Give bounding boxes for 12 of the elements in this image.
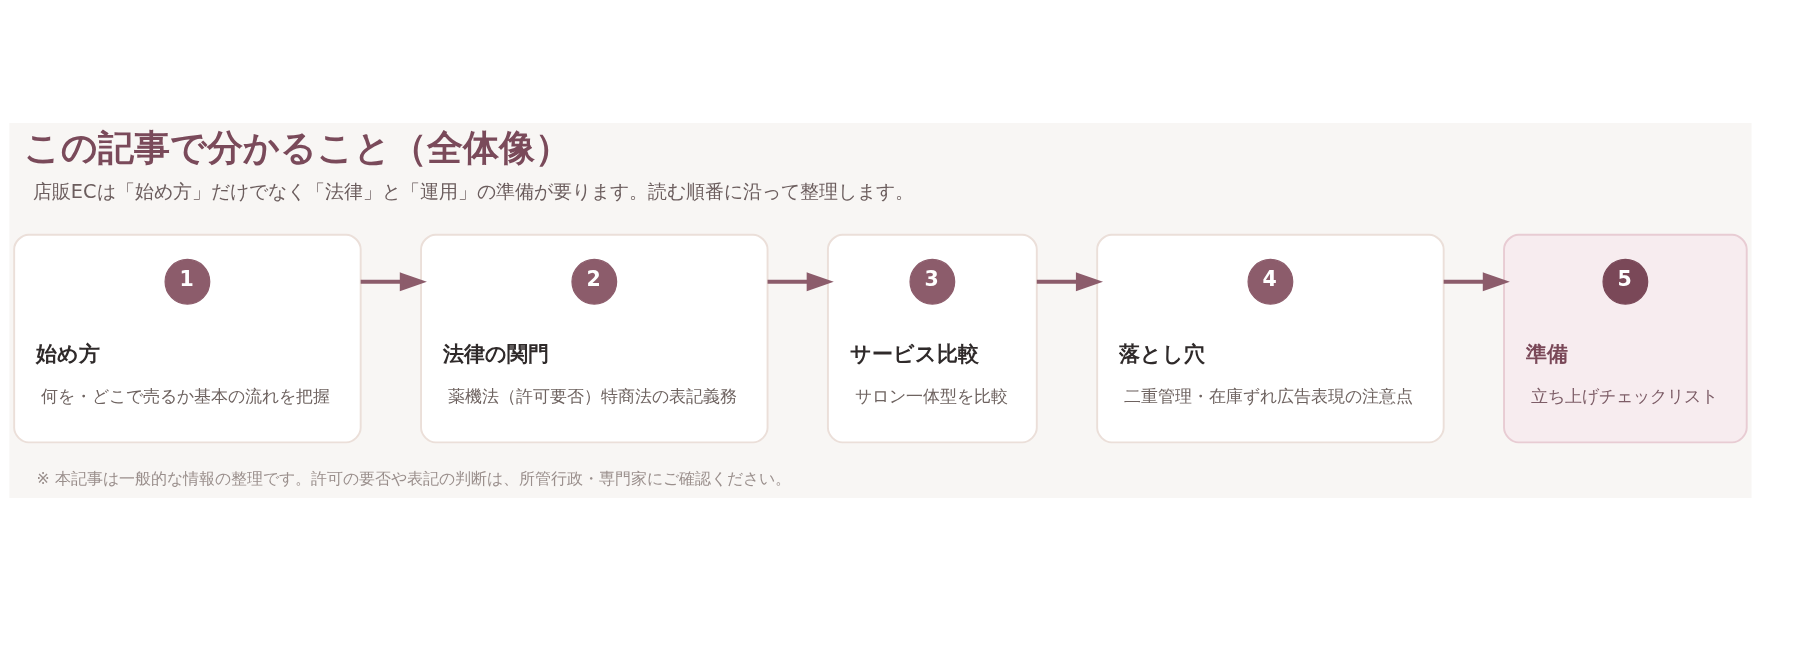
- arrow: [767, 272, 834, 292]
- node-circle: 1: [164, 258, 211, 305]
- node-circle: 3: [909, 258, 956, 305]
- diagram-title: この記事で分かること（全体像）: [23, 126, 571, 170]
- node-circle: 4: [1247, 258, 1294, 305]
- arrow: [1443, 272, 1510, 292]
- arrow: [1036, 272, 1103, 292]
- label: 店販ECは「始め方」だけでなく「法律」と「運用」の準備が要ります。読む順番に沿って整理します。: [32, 180, 914, 204]
- label: ※ 本記事は一般的な情報の整理です。許可の要否や表記の判断は、所管行政・専門家にご確認ください。: [36, 468, 791, 488]
- arrow: [360, 272, 427, 292]
- node-circle: 2: [571, 258, 618, 305]
- node-circle: 5: [1602, 258, 1649, 305]
